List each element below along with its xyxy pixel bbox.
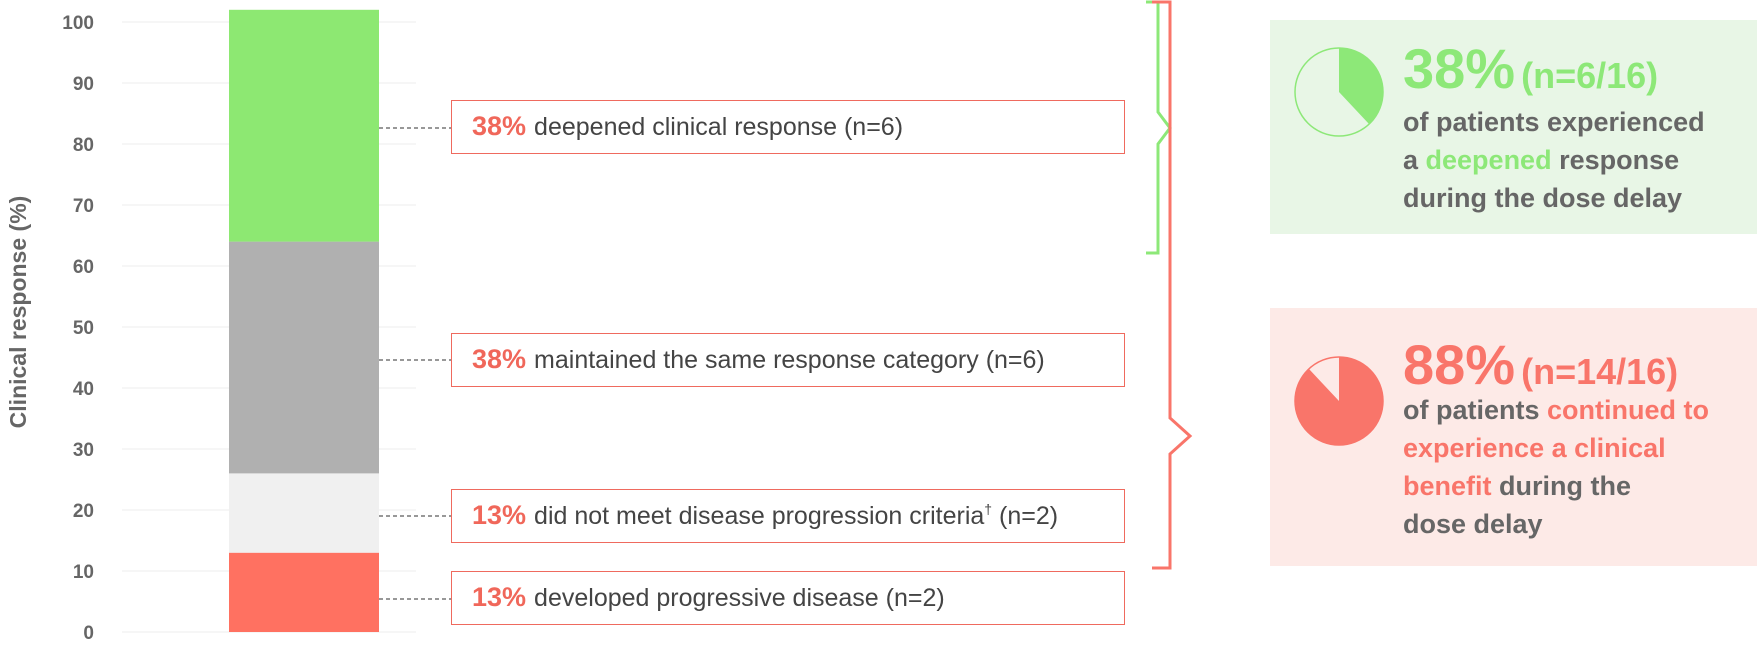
summary-percent: 38%	[1403, 37, 1516, 100]
y-tick-label: 60	[73, 257, 94, 278]
summary-description: of patients continued to experience a cli…	[1403, 391, 1709, 543]
summary-line: benefit during the	[1403, 467, 1709, 505]
bracket-deepened	[1146, 0, 1172, 255]
summary-highlight: benefit	[1403, 471, 1492, 501]
summary-line: of patients continued to	[1403, 391, 1709, 429]
summary-line: of patients experienced	[1403, 103, 1705, 141]
summary-fraction: (n=14/16)	[1521, 351, 1679, 392]
callout-pct: 38%	[472, 111, 527, 141]
summary-highlight: experience a clinical	[1403, 433, 1666, 463]
bar-segment	[229, 552, 379, 632]
callout-text-suffix: (n=2)	[992, 502, 1059, 530]
callout-progressive: 13%developed progressive disease (n=2)	[451, 571, 1125, 625]
summary-deepened-panel: 38%(n=6/16) of patients experienced a dee…	[1270, 20, 1757, 234]
summary-description: of patients experienced a deepened respon…	[1403, 103, 1705, 217]
pie-slice	[1339, 48, 1383, 125]
y-tick-label: 10	[73, 562, 94, 583]
pie-chart-icon	[1294, 356, 1384, 446]
dagger-footnote-mark: †	[984, 501, 993, 517]
summary-text: response	[1551, 145, 1680, 175]
callout-text: did not meet disease progression criteri…	[534, 502, 985, 530]
summary-text: of patients	[1403, 395, 1548, 425]
summary-text: of patients experienced	[1403, 107, 1705, 137]
callout-maintained: 38%maintained the same response category…	[451, 333, 1125, 387]
bar-segment	[229, 241, 379, 474]
pie-chart-icon	[1294, 47, 1384, 137]
summary-line: a deepened response	[1403, 141, 1705, 179]
callout-not-progressed: 13%did not meet disease progression crit…	[451, 489, 1125, 543]
y-tick-label: 80	[73, 135, 94, 156]
y-tick-label: 30	[73, 440, 94, 461]
bracket-clinical-benefit	[1152, 0, 1193, 570]
summary-text: during the	[1491, 471, 1631, 501]
summary-line: during the dose delay	[1403, 179, 1705, 217]
summary-text: during the dose delay	[1403, 183, 1683, 213]
callout-pct: 13%	[472, 582, 527, 612]
summary-text: dose delay	[1403, 509, 1543, 539]
summary-line: dose delay	[1403, 505, 1709, 543]
summary-clinical-benefit-panel: 88%(n=14/16) of patients continued to exp…	[1270, 308, 1757, 566]
y-tick-label: 90	[73, 74, 94, 95]
summary-headline: 38%(n=6/16)	[1403, 36, 1658, 101]
y-tick-label: 20	[73, 501, 94, 522]
y-tick-label: 0	[83, 623, 94, 644]
summary-highlight: continued to	[1547, 395, 1709, 425]
y-tick-label: 70	[73, 196, 94, 217]
summary-text: a	[1403, 145, 1426, 175]
summary-line: experience a clinical	[1403, 429, 1709, 467]
callout-deepened: 38%deepened clinical response (n=6)	[451, 100, 1125, 154]
callout-pct: 13%	[472, 500, 527, 530]
summary-headline: 88%(n=14/16)	[1403, 332, 1678, 397]
bar-segment	[229, 473, 379, 553]
callout-pct: 38%	[472, 344, 527, 374]
callout-text: deepened clinical response (n=6)	[534, 113, 904, 141]
y-tick-label: 40	[73, 379, 94, 400]
callout-text: maintained the same response category (n…	[534, 346, 1045, 374]
summary-percent: 88%	[1403, 333, 1516, 396]
pie-slice	[1295, 357, 1384, 445]
bar-segment	[229, 9, 379, 242]
y-axis-label: Clinical response (%)	[5, 195, 31, 429]
y-tick-label: 50	[73, 318, 94, 339]
callout-text: developed progressive disease (n=2)	[534, 584, 945, 612]
summary-highlight: deepened	[1425, 145, 1552, 175]
y-tick-label: 100	[62, 13, 94, 34]
summary-fraction: (n=6/16)	[1521, 55, 1659, 96]
